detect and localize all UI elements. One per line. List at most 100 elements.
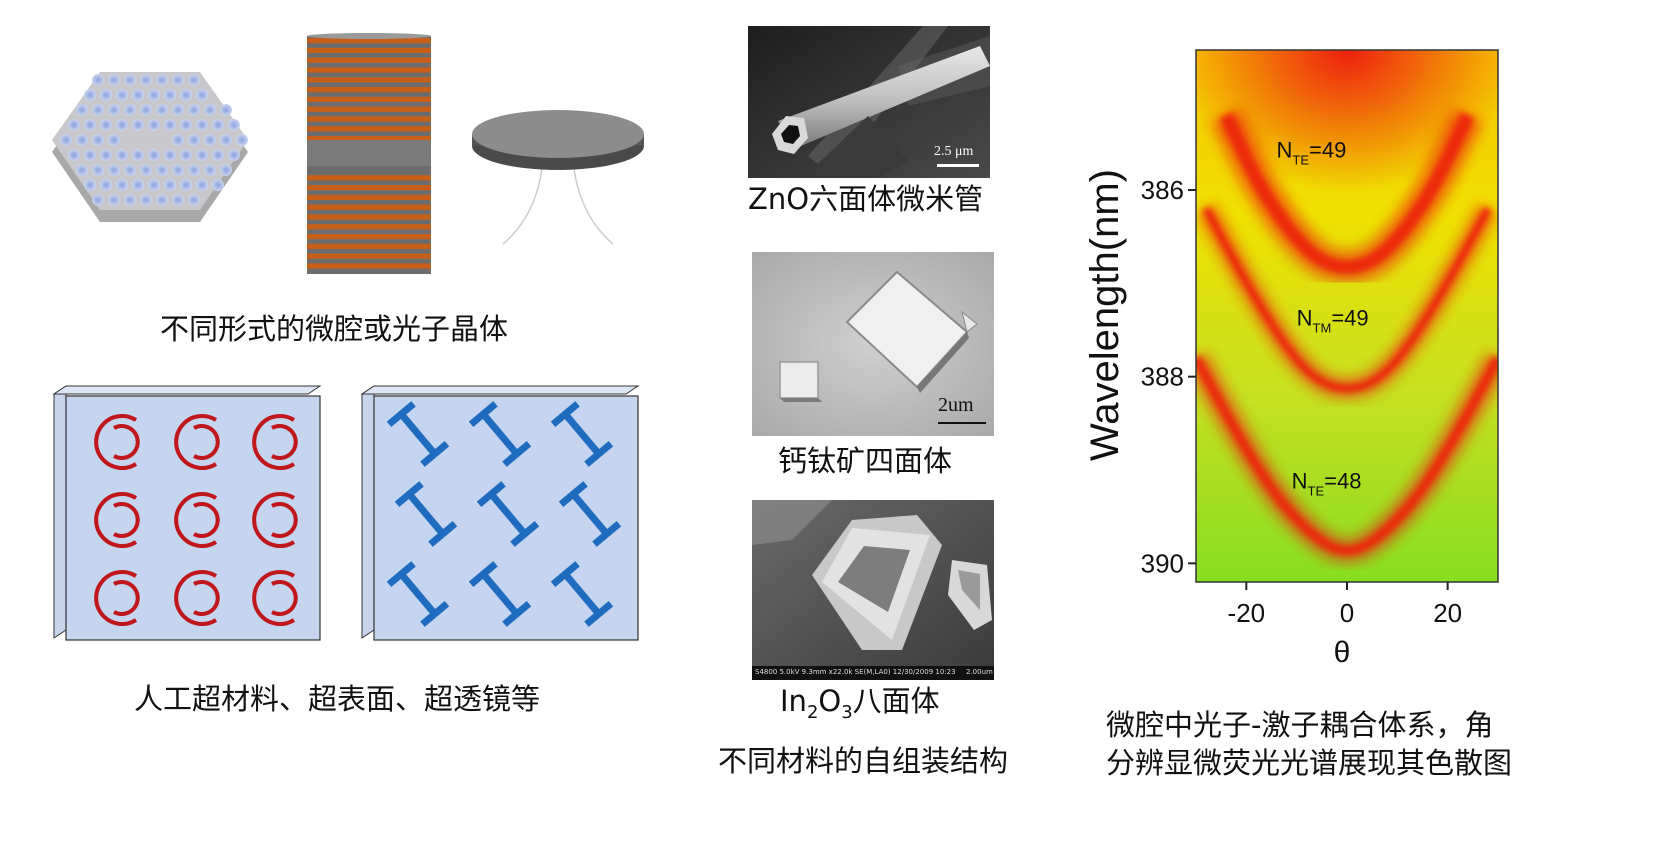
x-tick-label: 20 (1433, 598, 1462, 628)
caption-metamaterials: 人工超材料、超表面、超透镜等 (134, 682, 541, 716)
ibeam-cap-bottom (502, 600, 532, 627)
band-label-value: =49 (1309, 137, 1346, 162)
split-ring-metamaterial (52, 385, 322, 641)
band-label-sub: TE (1292, 152, 1309, 167)
in2o3-info-bar: S4800 5.0kV 9.3mm x22.0k SE(M,LA0) 12/30… (755, 668, 956, 676)
bragg-layer (307, 136, 431, 142)
air-hole (116, 119, 128, 131)
air-hole (84, 119, 96, 131)
ibeam-cap-top (394, 481, 424, 508)
air-hole (220, 164, 232, 176)
bragg-layer (307, 204, 431, 210)
ibeam-cap-top (476, 481, 506, 508)
air-hole (140, 104, 152, 116)
air-hole (180, 149, 192, 161)
air-hole (156, 74, 168, 86)
bragg-layer (307, 194, 431, 200)
air-hole (188, 164, 200, 176)
air-hole (92, 104, 104, 116)
air-hole (164, 119, 176, 131)
air-hole (132, 89, 144, 101)
ibeam-cap-top (558, 481, 588, 508)
bragg-layer (307, 214, 431, 220)
band-label-value: =49 (1331, 305, 1368, 330)
ibeam-cap-bottom (420, 440, 450, 467)
ibeam-cap-top (386, 561, 416, 588)
air-hole (108, 194, 120, 206)
caption-microcavity: 不同形式的微腔或光子晶体 (160, 312, 509, 346)
bragg-layer (307, 57, 431, 63)
air-hole (68, 119, 80, 131)
ibeam (386, 561, 450, 627)
in2o3-caption-rest: 八面体 (852, 684, 940, 718)
bragg-layer (307, 116, 431, 122)
air-hole (196, 149, 208, 161)
bragg-layer (307, 253, 431, 259)
air-hole (140, 164, 152, 176)
bragg-layer (307, 263, 431, 269)
hexagonal-photonic-crystal (52, 72, 248, 222)
air-hole (156, 194, 168, 206)
ibeam-stem (570, 491, 610, 537)
outer-ring (94, 492, 138, 548)
air-hole (132, 149, 144, 161)
air-hole (228, 119, 240, 131)
air-hole (148, 179, 160, 191)
air-hole (84, 89, 96, 101)
ibeam (468, 401, 532, 467)
inner-ring (193, 502, 220, 538)
outer-ring (252, 414, 296, 470)
outer-ring (174, 570, 218, 626)
zno-scale-bar-line (937, 164, 979, 167)
inner-ring (271, 502, 298, 538)
ibeam-stem (488, 491, 528, 537)
ibeam-stem (562, 571, 602, 617)
ibeam (468, 561, 532, 627)
ibeam-stem (562, 411, 602, 457)
air-hole (60, 134, 72, 146)
zno-sem-image: 2.5 μm (748, 26, 990, 178)
bragg-layer (307, 185, 431, 191)
air-hole (172, 74, 184, 86)
ibeam-cap-bottom (502, 440, 532, 467)
air-hole (116, 149, 128, 161)
ibeam (550, 561, 614, 627)
dispersion-band (1196, 355, 1498, 556)
bragg-layer (307, 77, 431, 83)
caption-in2o3: In2O3八面体 (780, 684, 940, 730)
bragg-layer (307, 67, 431, 73)
ibeam-cap-top (468, 561, 498, 588)
air-hole (204, 104, 216, 116)
ibeam-cap-bottom (584, 440, 614, 467)
caption-zno: ZnO六面体微米管 (748, 182, 984, 216)
bragg-layer (307, 175, 431, 181)
perovskite-sem-image: 2um (752, 252, 994, 436)
inner-ring (271, 424, 298, 460)
dispersion-band (1202, 206, 1492, 393)
air-hole (140, 194, 152, 206)
air-hole (124, 74, 136, 86)
air-hole (100, 89, 112, 101)
caption-self-assembly: 不同材料的自组装结构 (718, 744, 1009, 778)
band-label-value: =48 (1324, 469, 1361, 494)
bragg-layer (307, 224, 431, 230)
air-hole (76, 164, 88, 176)
caption-dispersion-line1: 微腔中光子-激子耦合体系，角 (1106, 708, 1494, 742)
perovskite-scale-bar-line (938, 422, 986, 424)
outer-ring (252, 570, 296, 626)
bragg-layer (307, 96, 431, 102)
outer-ring (94, 570, 138, 626)
air-hole (196, 119, 208, 131)
band-label-base: N (1297, 305, 1313, 330)
outer-ring (94, 414, 138, 470)
air-hole (196, 179, 208, 191)
air-hole (100, 119, 112, 131)
ibeam-cap-top (468, 401, 498, 428)
ibeam-cap-top (386, 401, 416, 428)
perovskite-scale-bar-label: 2um (938, 394, 974, 416)
air-hole (84, 179, 96, 191)
air-hole (212, 179, 224, 191)
air-hole (172, 104, 184, 116)
inner-ring (113, 424, 140, 460)
y-tick-label: 388 (1141, 362, 1184, 392)
